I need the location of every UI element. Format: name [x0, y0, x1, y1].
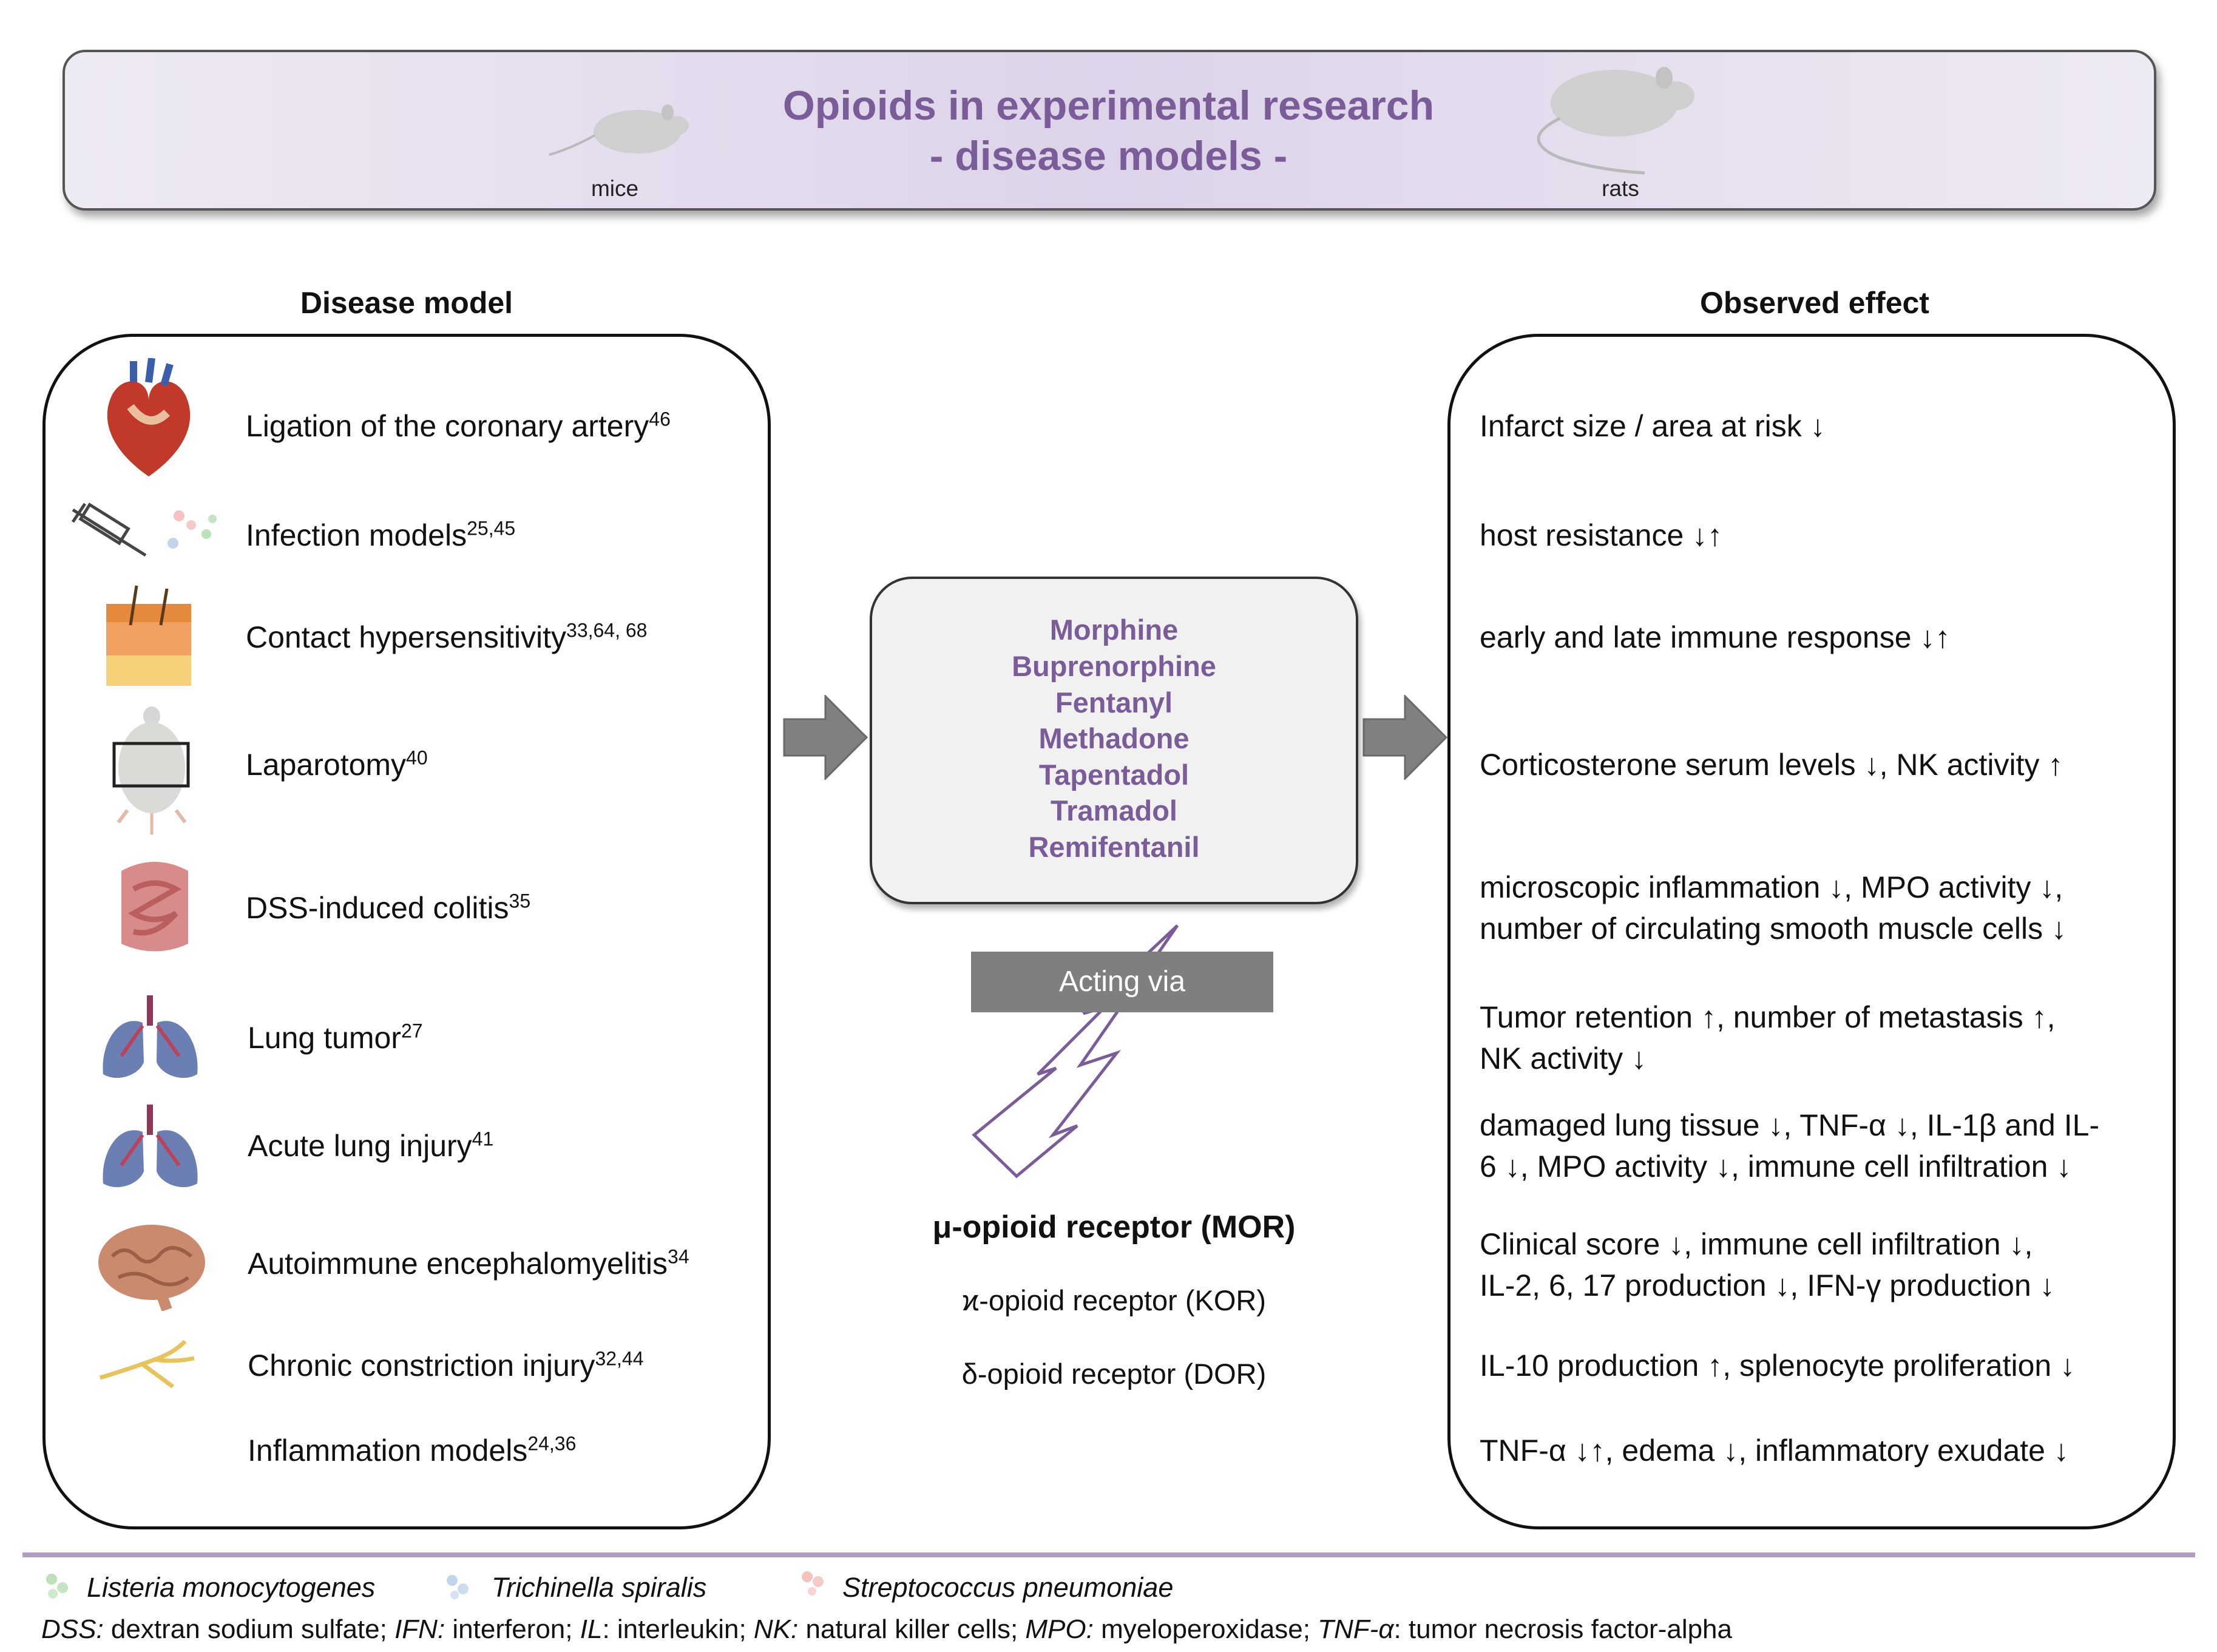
- lung-icon: [103, 995, 198, 1078]
- disease-model-item: Inflammation models24,36: [248, 1432, 577, 1468]
- mouse-surgery-icon: [112, 706, 190, 834]
- lung-icon: [103, 1105, 198, 1188]
- opioid-drug-box: [870, 577, 1358, 904]
- mouse-icon: [549, 104, 689, 156]
- observed-effect-item: early and late immune response ↓↑: [1480, 620, 1951, 654]
- kor-receptor-label: ϰ-opioid receptor (KOR): [961, 1284, 1267, 1316]
- observed-effect-item: Infarct size / area at risk ↓: [1480, 409, 1826, 443]
- observed-effect-item: Corticosterone serum levels ↓, NK activi…: [1480, 748, 2063, 782]
- arrow-right-icon: [1362, 695, 1447, 780]
- disease-model-item: Contact hypersensitivity33,64, 68: [246, 619, 648, 654]
- disease-model-heading: Disease model: [300, 286, 513, 320]
- syringe-icon: [71, 503, 217, 557]
- observed-effect-heading: Observed effect: [1700, 286, 1929, 320]
- acting-via-label: Acting via: [971, 952, 1273, 1012]
- drug-name: Morphine: [1049, 614, 1179, 646]
- brain-icon: [98, 1225, 205, 1311]
- drug-name: Tapentadol: [1038, 759, 1190, 791]
- observed-effect-panel: [1447, 334, 2176, 1529]
- observed-effect-item: host resistance ↓↑: [1480, 518, 1723, 552]
- disease-model-item: Chronic constriction injury32,44: [248, 1347, 644, 1383]
- nerve-icon: [99, 1339, 195, 1389]
- observed-effect-item: microscopic inflammation ↓, MPO activity…: [1480, 870, 2067, 946]
- legend-divider: [22, 1552, 2195, 1557]
- legend-listeria: Listeria monocytogenes: [87, 1572, 376, 1603]
- abbreviation-footnote: DSS: dextran sodium sulfate; IFN: interf…: [41, 1614, 1732, 1644]
- drug-name: Buprenorphine: [1012, 650, 1216, 682]
- drug-name: Tramadol: [1051, 794, 1177, 827]
- observed-effect-item: Tumor retention ↑, number of metastasis …: [1480, 1000, 2056, 1075]
- skin-icon: [106, 585, 191, 686]
- disease-model-item: Infection models25,45: [246, 517, 516, 552]
- observed-effect-item: damaged lung tissue ↓, TNF-α ↓, IL-1β an…: [1480, 1108, 2100, 1183]
- streptococcus-icon: [802, 1571, 824, 1596]
- title-line-1: Opioids in experimental research: [782, 83, 1435, 129]
- heart-icon: [107, 358, 191, 476]
- observed-effect-item: Clinical score ↓, immune cell infiltrati…: [1480, 1227, 2055, 1302]
- disease-model-item: Ligation of the coronary artery46: [246, 408, 671, 443]
- drug-name: Methadone: [1038, 722, 1190, 754]
- observed-effect-item: TNF-α ↓↑, edema ↓, inflammatory exudate …: [1480, 1434, 2069, 1468]
- drug-name: Fentanyl: [1055, 686, 1173, 719]
- disease-model-item: Acute lung injury41: [248, 1128, 494, 1163]
- legend-trichinella: Trichinella spiralis: [492, 1572, 707, 1603]
- title-line-2: - disease models -: [929, 133, 1288, 179]
- disease-model-item: Lung tumor27: [248, 1020, 423, 1055]
- dor-receptor-label: δ-opioid receptor (DOR): [961, 1358, 1267, 1390]
- arrow-right-icon: [783, 695, 868, 780]
- observed-effect-item: IL-10 production ↑, splenocyte prolifera…: [1480, 1349, 2076, 1383]
- disease-model-item: Autoimmune encephalomyelitis34: [248, 1245, 689, 1281]
- intestine-icon: [121, 862, 188, 952]
- mor-receptor-label: μ-opioid receptor (MOR): [932, 1210, 1296, 1245]
- rats-label: rats: [1602, 176, 1639, 201]
- drug-name: Remifentanil: [1028, 831, 1200, 863]
- legend-streptococcus: Streptococcus pneumoniae: [842, 1572, 1174, 1603]
- disease-model-item: DSS-induced colitis35: [246, 890, 531, 925]
- trichinella-icon: [447, 1575, 469, 1599]
- listeria-icon: [46, 1574, 68, 1599]
- rat-icon: [1537, 67, 1694, 175]
- title-banner: [63, 50, 2156, 211]
- disease-model-item: Laparotomy40: [246, 746, 428, 782]
- mice-label: mice: [591, 176, 639, 201]
